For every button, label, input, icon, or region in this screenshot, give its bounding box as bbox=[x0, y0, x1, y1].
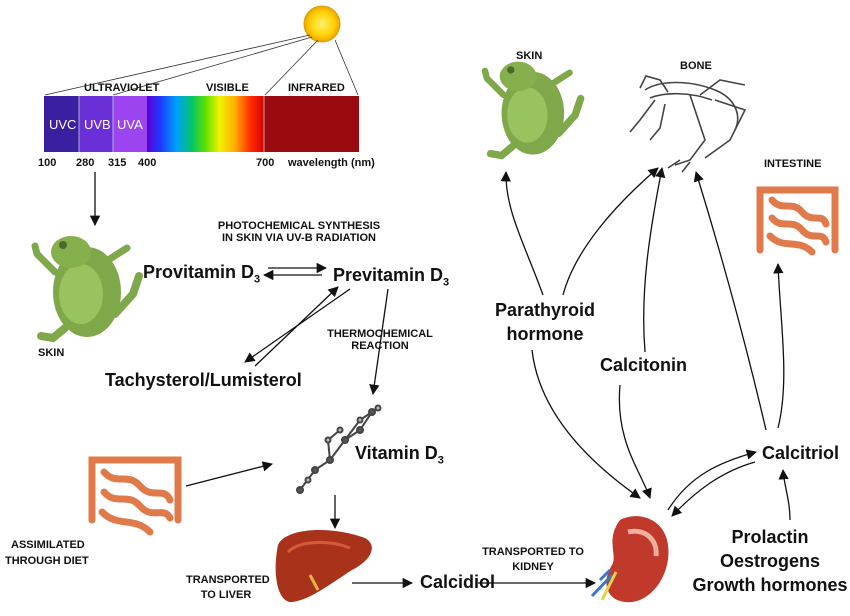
calcitonin-label: Calcitonin bbox=[600, 355, 688, 375]
kidney-icon bbox=[590, 516, 669, 603]
flow-arrows bbox=[89, 166, 791, 589]
kidney-transport-label: TRANSPORTED TO KIDNEY bbox=[482, 546, 584, 573]
liver-transport-label: TRANSPORTED TO LIVER bbox=[186, 574, 270, 601]
skeleton-icon bbox=[629, 75, 747, 173]
sun-icon bbox=[44, 5, 359, 96]
band-label-visible: VISIBLE bbox=[206, 82, 249, 94]
tachysterol-label: Tachysterol/Lumisterol bbox=[105, 370, 302, 390]
tick-label: 315 bbox=[108, 157, 127, 169]
bone-label: BONE bbox=[680, 60, 712, 72]
wavelength-axis-label: wavelength (nm) bbox=[288, 157, 375, 169]
liver-icon bbox=[275, 529, 372, 603]
skin-label: SKIN bbox=[516, 50, 543, 62]
band-label-ultraviolet: ULTRAVIOLET bbox=[84, 82, 160, 94]
previtamin-label: Previtamin D3 bbox=[333, 265, 450, 289]
frog-icon bbox=[481, 61, 585, 160]
hormones-label: Prolactin Oestrogens Growth hormones bbox=[692, 527, 848, 595]
molecule-icon bbox=[296, 404, 382, 494]
vitamin-d3-label: Vitamin D3 bbox=[355, 443, 444, 467]
parathyroid-hormone-label: Parathyroid hormone bbox=[494, 300, 596, 344]
segment-uvb: UVB bbox=[84, 117, 111, 132]
tick-label: 280 bbox=[76, 157, 95, 169]
photochemical-label: PHOTOCHEMICAL SYNTHESIS IN SKIN VIA UV-B… bbox=[217, 220, 381, 244]
tick-label: 700 bbox=[256, 157, 275, 169]
intestine-icon bbox=[756, 186, 839, 256]
intestine-label: INTESTINE bbox=[764, 158, 822, 170]
calcitriol-label: Calcitriol bbox=[762, 443, 840, 463]
band-label-infrared: INFRARED bbox=[288, 82, 345, 94]
spectrum-bar bbox=[44, 96, 359, 152]
calcidiol-label: Calcidiol bbox=[420, 572, 496, 592]
skin-label: SKIN bbox=[38, 347, 65, 359]
frog-icon bbox=[31, 236, 143, 343]
provitamin-label: Provitamin D3 bbox=[143, 262, 261, 286]
tick-label: 100 bbox=[38, 157, 57, 169]
tick-label: 400 bbox=[138, 157, 157, 169]
diet-label: ASSIMILATED THROUGH DIET bbox=[5, 539, 89, 567]
segment-uvc: UVC bbox=[49, 117, 77, 132]
intestine-icon bbox=[88, 456, 182, 536]
thermochemical-label: THERMOCHEMICAL REACTION bbox=[327, 328, 433, 352]
segment-uva: UVA bbox=[117, 117, 143, 132]
